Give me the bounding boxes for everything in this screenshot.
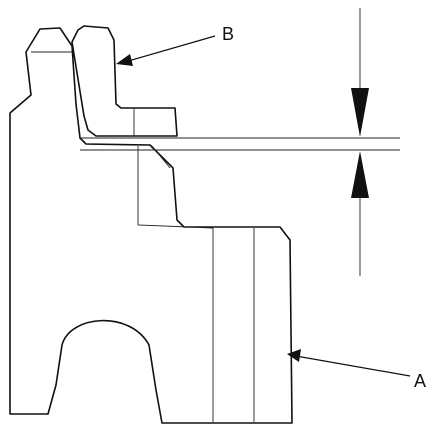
leader-line-b <box>124 35 216 63</box>
leader-arrow-b-icon <box>116 54 133 66</box>
leader-line-a <box>295 355 411 377</box>
dimension-arrow-up-icon <box>351 151 369 198</box>
part-a-inner-step <box>137 146 214 229</box>
part-a-outline <box>9 27 293 424</box>
callout-label-b: B <box>222 24 234 44</box>
part-a-inner-slope <box>151 145 171 169</box>
dimension-arrow-down-icon <box>351 88 369 137</box>
part-b-outline <box>71 25 178 137</box>
callout-label-a: A <box>414 371 426 391</box>
leader-arrow-a-icon <box>287 349 301 362</box>
